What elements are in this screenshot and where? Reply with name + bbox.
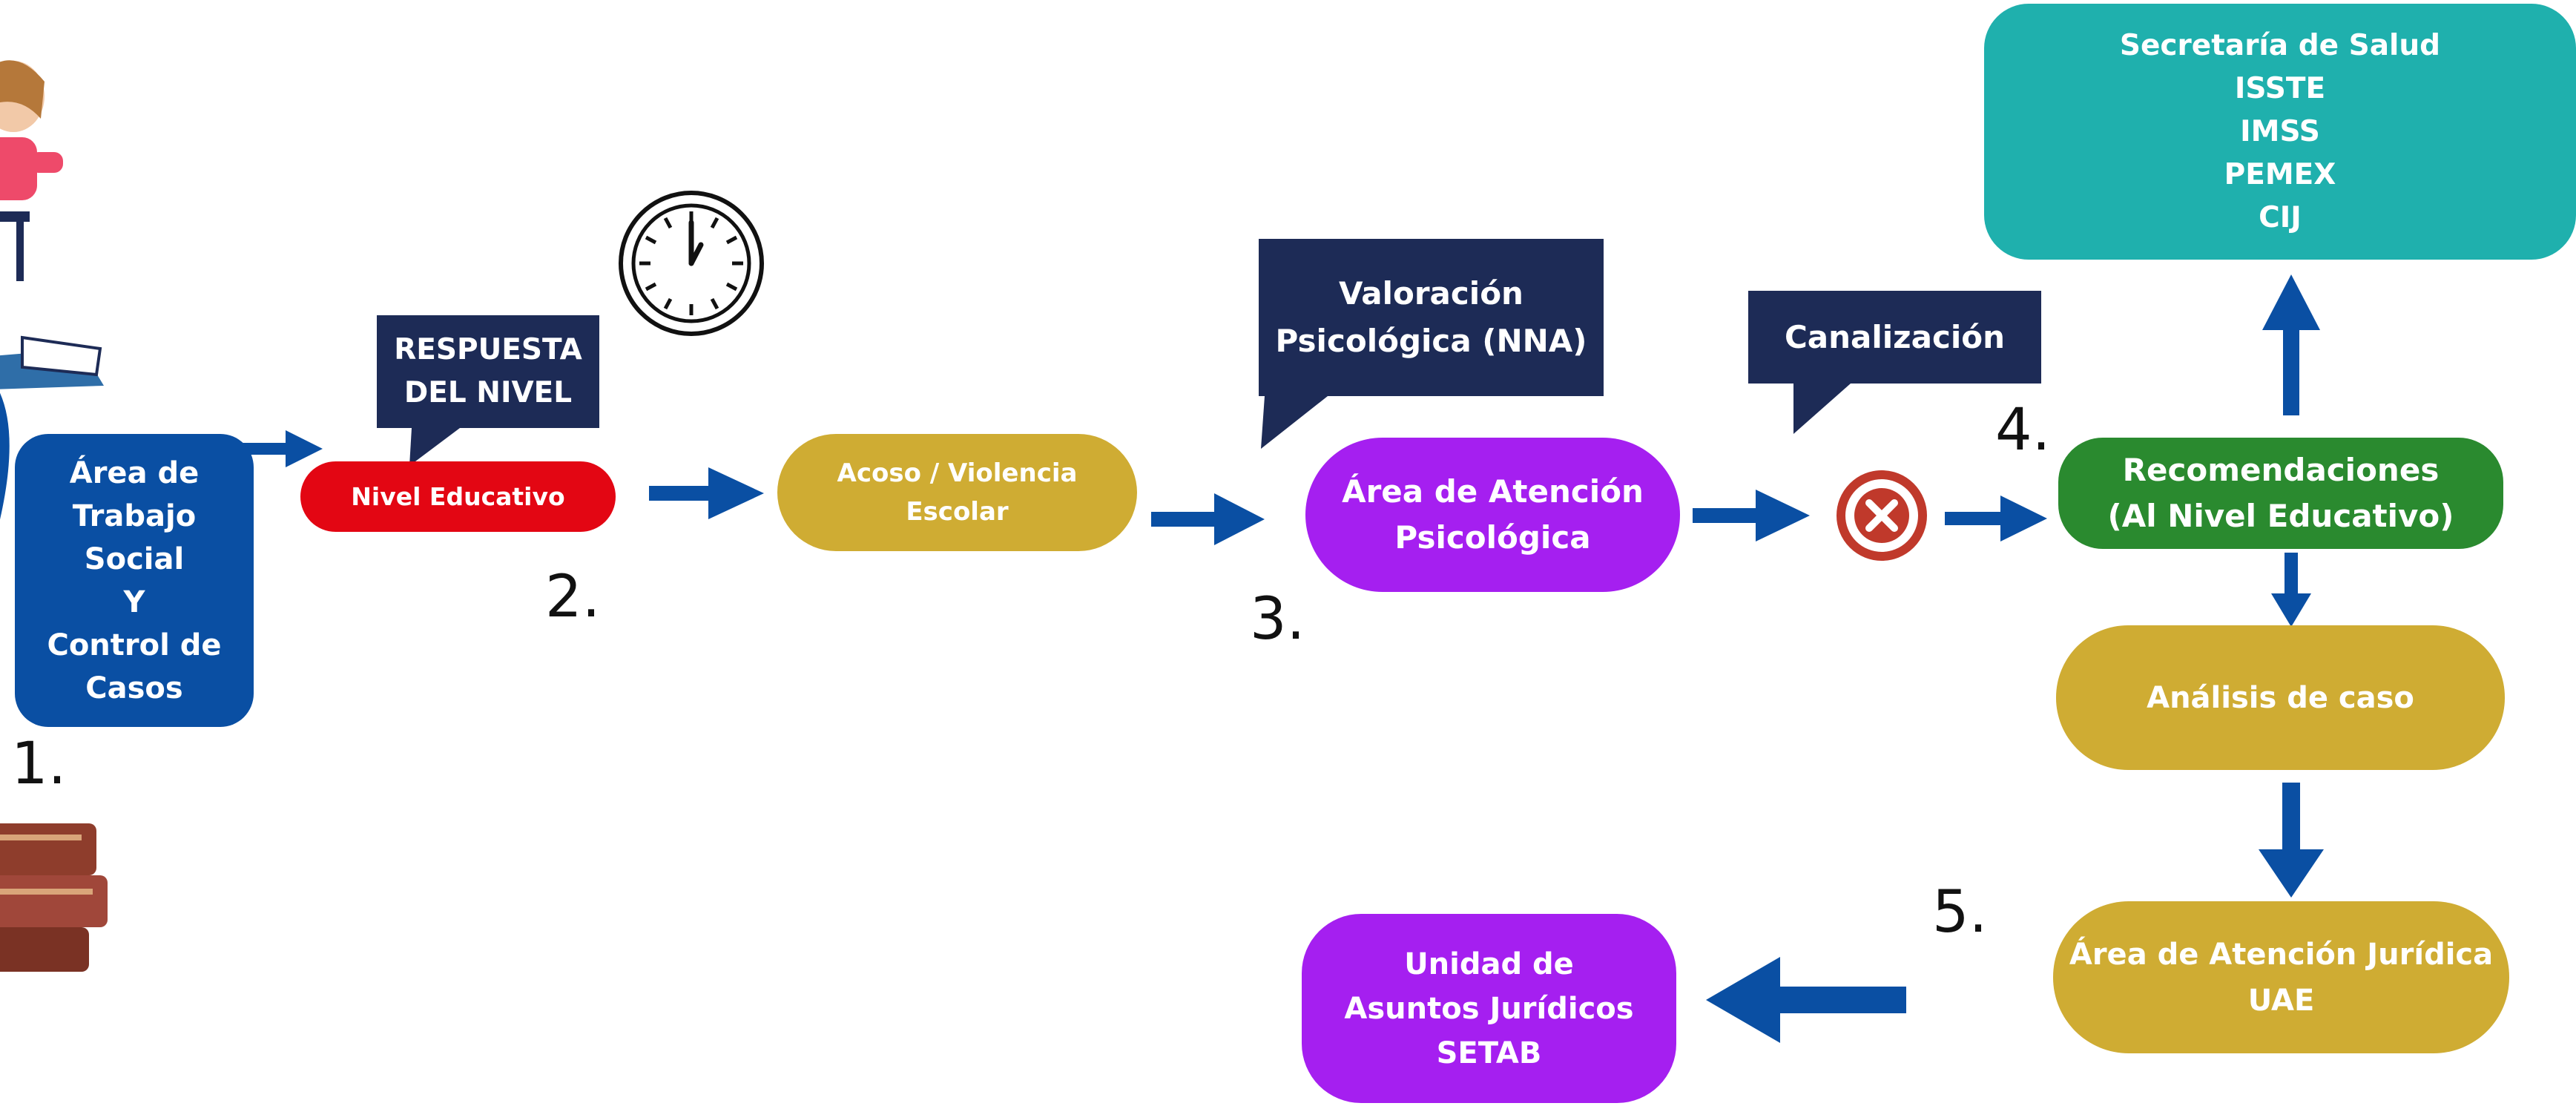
books-illustration	[0, 823, 108, 972]
bubble-valoracion-line-2: Psicológica (NNA)	[1275, 323, 1587, 359]
teacher-illustration	[0, 60, 104, 520]
bubble-valoracion-line-1: Valoración	[1339, 275, 1523, 312]
flow-arrows	[241, 274, 2324, 1043]
trabajo-social-line-1: Área de	[69, 455, 200, 490]
arrow-cancel-to-recomendaciones	[1945, 496, 2047, 542]
atencion-juridica-line-1: Área de Atención Jurídica	[2069, 937, 2494, 972]
recomendaciones-line-1: Recomendaciones	[2122, 452, 2440, 488]
arrow-juridica-to-asuntos	[1706, 957, 1906, 1043]
node-secretaria-salud: Secretaría de Salud ISSTE IMSS PEMEX CIJ	[1984, 4, 2576, 260]
step-number-5: 5.	[1932, 879, 1988, 946]
arrow-recomendaciones-to-secretaria	[2262, 274, 2320, 415]
recomendaciones-line-2: (Al Nivel Educativo)	[2107, 498, 2454, 534]
secretaria-line-2: ISSTE	[2234, 71, 2326, 105]
step-number-1: 1.	[11, 731, 67, 797]
trabajo-social-line-4: Y	[123, 585, 145, 619]
atencion-psicologica-line-2: Psicológica	[1394, 519, 1591, 556]
arrow-nivel-to-acoso	[649, 467, 764, 519]
cancel-icon	[1837, 470, 1927, 561]
bubble-canalizacion: Canalización	[1748, 291, 2041, 384]
arrow-acoso-to-psicologica	[1151, 493, 1265, 545]
bubble-respuesta-line-1: RESPUESTA	[394, 333, 582, 366]
secretaria-line-5: CIJ	[2259, 200, 2302, 234]
arrow-recomendaciones-to-analisis	[2271, 553, 2311, 627]
arrow-analisis-to-juridica	[2259, 783, 2324, 898]
secretaria-line-4: PEMEX	[2224, 157, 2336, 191]
bubble-valoracion-shape	[1259, 239, 1604, 449]
bubble-canalizacion-label: Canalización	[1784, 319, 2006, 355]
node-asuntos-juridicos: Unidad de Asuntos Jurídicos SETAB	[1302, 914, 1676, 1103]
asuntos-juridicos-line-3: SETAB	[1436, 1036, 1542, 1070]
arrow-trabajo-to-nivel	[241, 430, 323, 467]
bubble-respuesta-line-2: DEL NIVEL	[403, 376, 573, 409]
bubble-respuesta-shape	[377, 315, 599, 466]
bubble-canalizacion-shape	[1748, 291, 2041, 434]
node-atencion-psicologica: Área de Atención Psicológica	[1305, 438, 1680, 592]
secretaria-line-3: IMSS	[2240, 114, 2320, 148]
nivel-educativo-label: Nivel Educativo	[351, 482, 565, 511]
asuntos-juridicos-line-1: Unidad de	[1404, 947, 1574, 981]
clock-icon	[619, 191, 764, 336]
analisis-caso-label: Análisis de caso	[2147, 680, 2414, 715]
arrow-psicologica-to-cancel	[1693, 490, 1810, 542]
step-number-3: 3.	[1250, 586, 1305, 653]
atencion-juridica-line-2: UAE	[2247, 983, 2315, 1018]
step-number-4: 4.	[1995, 397, 2051, 464]
trabajo-social-line-6: Casos	[85, 671, 183, 705]
trabajo-social-line-2: Trabajo	[72, 498, 197, 533]
step-number-2: 2.	[545, 564, 601, 631]
bubble-valoracion: Valoración Psicológica (NNA)	[1259, 239, 1604, 396]
node-atencion-juridica: Área de Atención Jurídica UAE	[2053, 901, 2509, 1053]
acoso-line-1: Acoso / Violencia	[837, 458, 1078, 488]
bubble-respuesta: RESPUESTA DEL NIVEL	[377, 315, 599, 428]
trabajo-social-line-5: Control de	[47, 628, 222, 662]
atencion-psicologica-line-1: Área de Atención	[1342, 473, 1644, 510]
node-analisis-caso: Análisis de caso	[2056, 625, 2505, 770]
secretaria-line-1: Secretaría de Salud	[2119, 28, 2441, 62]
acoso-line-2: Escolar	[906, 497, 1009, 527]
node-acoso: Acoso / Violencia Escolar	[777, 434, 1137, 551]
node-trabajo-social: Área de Trabajo Social Y Control de Caso…	[15, 434, 254, 727]
node-recomendaciones: Recomendaciones (Al Nivel Educativo)	[2058, 438, 2503, 549]
trabajo-social-line-3: Social	[84, 542, 185, 576]
node-nivel-educativo: Nivel Educativo	[300, 461, 616, 532]
asuntos-juridicos-line-2: Asuntos Jurídicos	[1344, 991, 1634, 1026]
